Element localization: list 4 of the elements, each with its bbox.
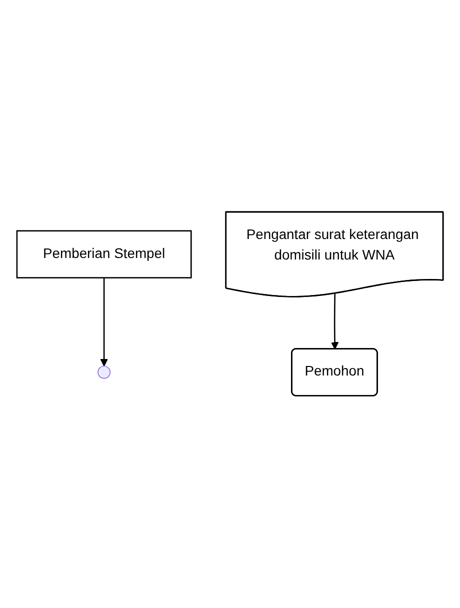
node-box (16, 230, 192, 279)
flowchart: Pemberian Stempel Pengantar surat keterangan domisili untuk WNA Pemohon (10, 205, 450, 403)
arrow (330, 294, 339, 350)
arrow (100, 278, 108, 367)
